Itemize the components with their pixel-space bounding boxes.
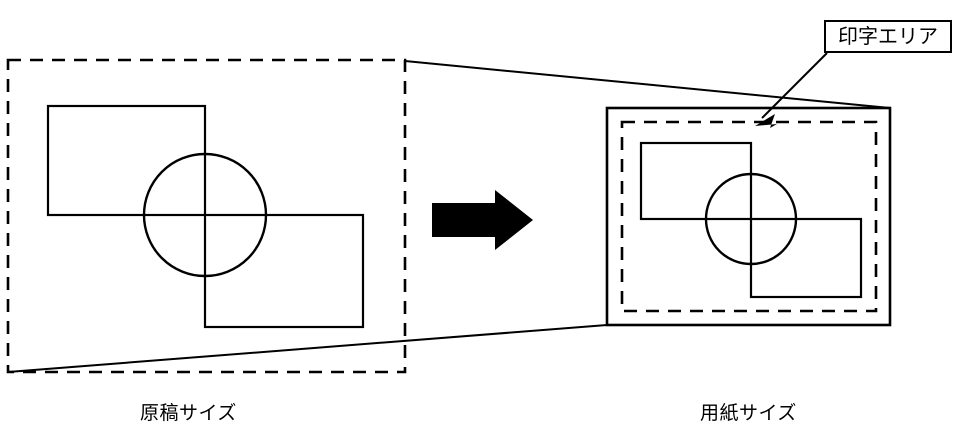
caption-paper-size: 用紙サイズ	[700, 403, 797, 424]
paper-lower-right-rectangle	[749, 217, 863, 299]
print-area-boundary	[620, 120, 878, 313]
original-upper-left-rectangle	[46, 104, 207, 217]
paper-sheet-group	[605, 106, 892, 327]
transform-arrow-icon	[432, 190, 533, 250]
original-center-circle	[142, 152, 268, 278]
original-lower-right-rectangle	[203, 213, 365, 329]
paper-center-circle	[704, 172, 798, 266]
paper-upper-left-rectangle	[639, 141, 753, 221]
print-area-label-text: 印字エリア	[838, 25, 938, 48]
original-document-group	[6, 58, 407, 374]
top-perspective-guide	[404, 60, 891, 109]
paper-sheet-boundary	[605, 106, 892, 327]
print-area-callout-arrowhead	[755, 114, 777, 128]
print-area-callout-group	[755, 52, 828, 128]
print-area-label-box: 印字エリア	[824, 20, 952, 53]
print-area-callout-line	[761, 52, 828, 119]
original-document-boundary	[6, 58, 407, 374]
bottom-perspective-guide	[7, 324, 608, 373]
caption-original-size: 原稿サイズ	[140, 403, 237, 424]
